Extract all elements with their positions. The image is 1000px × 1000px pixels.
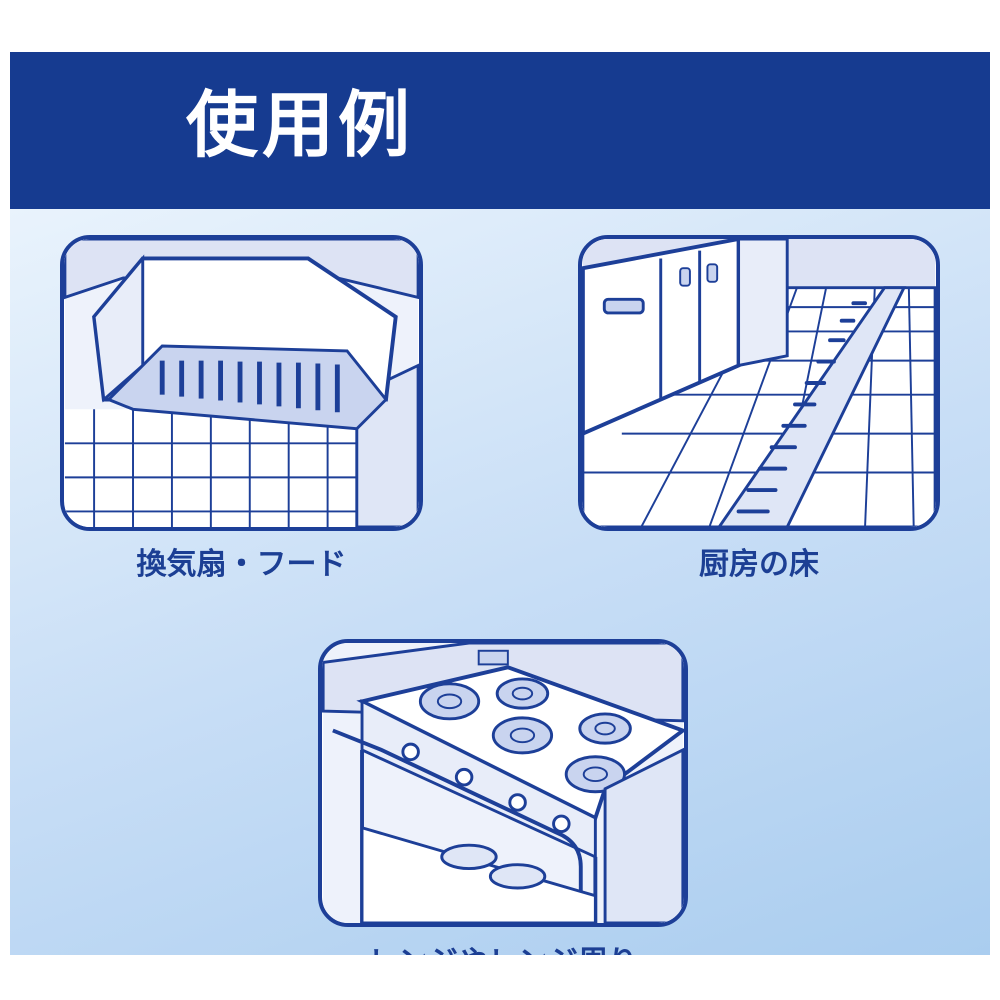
kitchen-floor-illustration-card [578, 235, 940, 531]
kitchen-floor-icon [582, 239, 936, 527]
range-hood-icon [64, 239, 419, 527]
range-hood-caption: 換気扇・フード [136, 547, 347, 582]
range-hood-illustration-card [60, 235, 423, 531]
examples-panel: 換気扇・フード [10, 209, 990, 955]
page-title: 使用例 [185, 82, 414, 167]
gas-range-illustration-card [318, 639, 688, 927]
gas-range-caption: レンジやレンジ周り [318, 937, 688, 955]
gas-range-icon [322, 643, 684, 923]
kitchen-floor-caption: 厨房の床 [699, 547, 819, 582]
usage-examples-banner: 使用例 [10, 52, 990, 955]
